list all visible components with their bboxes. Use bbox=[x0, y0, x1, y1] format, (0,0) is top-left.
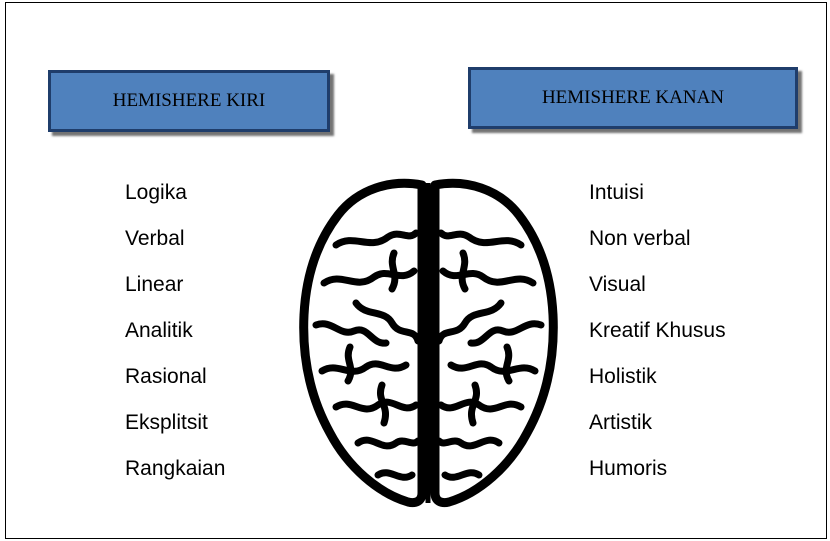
right-hemisphere-header: HEMISHERE KANAN bbox=[468, 67, 798, 129]
left-trait-item: Logika bbox=[125, 181, 187, 204]
left-trait-list: Logika Verbal Linear Analitik Rasional E… bbox=[125, 179, 225, 501]
diagram-frame: HEMISHERE KIRI HEMISHERE KANAN Logika Ve… bbox=[5, 2, 827, 539]
right-trait-item: Holistik bbox=[589, 365, 657, 388]
right-hemisphere-title: HEMISHERE KANAN bbox=[541, 87, 725, 108]
right-trait-item: Intuisi bbox=[589, 181, 644, 204]
left-hemisphere-title: HEMISHERE KIRI bbox=[112, 90, 266, 111]
left-trait-item: Eksplitsit bbox=[125, 411, 208, 434]
right-trait-item: Non verbal bbox=[589, 227, 691, 250]
left-trait-item: Linear bbox=[125, 273, 184, 296]
right-trait-item: Kreatif Khusus bbox=[589, 319, 726, 342]
left-trait-item: Analitik bbox=[125, 319, 193, 342]
left-hemisphere-header: HEMISHERE KIRI bbox=[48, 70, 330, 132]
right-trait-item: Humoris bbox=[589, 457, 668, 480]
left-trait-item: Rasional bbox=[125, 365, 207, 388]
right-trait-list: Intuisi Non verbal Visual Kreatif Khusus… bbox=[589, 179, 726, 501]
right-trait-item: Artistik bbox=[589, 411, 652, 434]
right-trait-item: Visual bbox=[589, 273, 646, 296]
brain-icon bbox=[299, 178, 558, 508]
left-trait-item: Rangkaian bbox=[125, 457, 226, 480]
left-trait-item: Verbal bbox=[125, 227, 185, 250]
